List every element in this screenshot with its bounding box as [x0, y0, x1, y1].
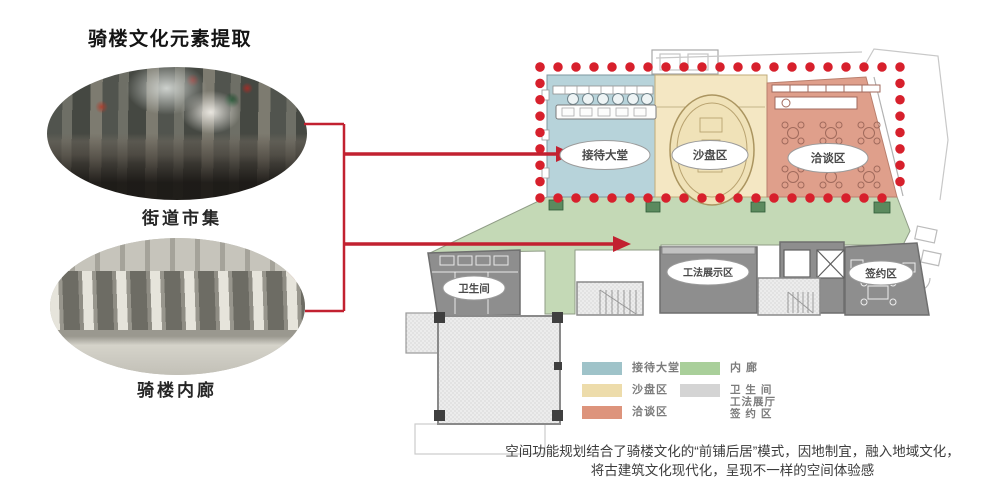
zone-label-signing: 签约区	[864, 267, 897, 280]
photo-street-market	[47, 67, 307, 200]
staircase-left	[576, 281, 644, 316]
legend-swatch-gray-rooms	[680, 384, 720, 397]
legend-swatch-negotiation	[582, 406, 622, 419]
zone-negotiation	[766, 76, 898, 198]
zone-label-toilet: 卫生间	[458, 282, 490, 295]
legend-item-gray-rooms: 卫 生 间 工法展厅 签 约 区	[680, 384, 776, 420]
caption-line-1: 空间功能规划结合了骑楼文化的“前铺后居”模式，因地制宜，融入地域文化，	[505, 444, 960, 459]
hatched-room	[405, 312, 563, 425]
photo-arcade-corridor-label: 骑楼内廊	[137, 381, 217, 400]
legend-item-sand-table: 沙盘区	[582, 384, 668, 397]
zone-label-sand-table: 沙盘区	[693, 148, 728, 162]
method-display-counter	[661, 246, 756, 255]
photo-street-market-label: 街道市集	[142, 209, 222, 228]
zone-label-method-display: 工法展示区	[683, 266, 733, 279]
reception-furniture	[541, 85, 657, 179]
legend-swatch-sand-table	[582, 384, 622, 397]
zone-corridor	[429, 196, 911, 315]
annotation-arrows	[304, 122, 613, 313]
legend-item-reception: 接待大堂	[582, 362, 680, 375]
legend-item-negotiation: 洽谈区	[582, 406, 668, 419]
legend-swatch-corridor	[680, 362, 720, 375]
zone-label-ovals: 接待大堂 沙盘区 洽谈区 卫生间 工法展示区 签约区	[442, 140, 914, 301]
photo-arcade-corridor	[50, 238, 305, 375]
elevator	[783, 249, 845, 279]
page-title: 骑楼文化元素提取	[88, 29, 253, 50]
highlight-dotted-border	[535, 62, 905, 203]
caption: 空间功能规划结合了骑楼文化的“前铺后居”模式，因地制宜，融入地域文化， 将古建筑…	[440, 443, 1000, 480]
zone-label-negotiation: 洽谈区	[811, 151, 846, 165]
zone-label-reception: 接待大堂	[582, 148, 628, 162]
arcade-ground	[50, 329, 305, 375]
staircase-right	[757, 277, 821, 316]
arcade-columns	[50, 270, 305, 332]
legend-item-corridor: 内 廊	[680, 362, 758, 375]
legend-swatch-reception	[582, 362, 622, 375]
caption-line-2: 将古建筑文化现代化，呈现不一样的空间体验感	[590, 462, 875, 478]
